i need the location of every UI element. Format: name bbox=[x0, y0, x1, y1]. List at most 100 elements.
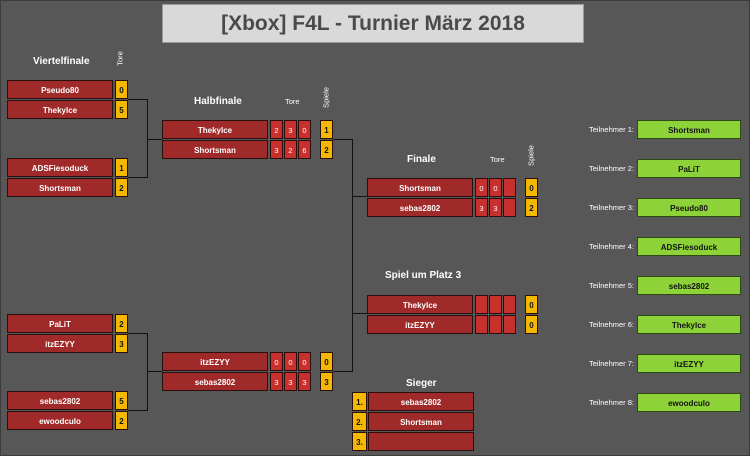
semifinal-heading: Halbfinale bbox=[194, 96, 242, 107]
winner-rank-3: 3. bbox=[352, 432, 367, 451]
qf2-top-name: ADSFiesoduck bbox=[7, 158, 113, 177]
third-bottom-games[interactable]: 0 bbox=[525, 315, 538, 334]
qf4-bottom-score[interactable]: 2 bbox=[115, 411, 128, 430]
connector-line bbox=[147, 371, 162, 372]
sf1-top-goal-3[interactable]: 0 bbox=[298, 120, 311, 139]
connector-line bbox=[333, 139, 353, 140]
qf4-top-score[interactable]: 5 bbox=[115, 391, 128, 410]
semifinal-goals-header: Tore bbox=[285, 97, 300, 106]
participant-name-4[interactable]: ADSFiesoduck bbox=[637, 237, 741, 256]
winner-name-2: Shortsman bbox=[368, 412, 474, 431]
third-top-name: Thekylce bbox=[367, 295, 473, 314]
final-heading: Finale bbox=[407, 154, 436, 165]
third-bottom-goal-2[interactable] bbox=[489, 315, 502, 334]
sf2-bottom-goal-1[interactable]: 3 bbox=[270, 372, 283, 391]
page-title: [Xbox] F4L - Turnier März 2018 bbox=[162, 4, 584, 43]
final-bottom-goal-3[interactable] bbox=[503, 198, 516, 217]
sf2-bottom-goal-3[interactable]: 3 bbox=[298, 372, 311, 391]
participant-label-2: Teilnehmer 2: bbox=[588, 164, 634, 173]
connector-line bbox=[352, 313, 367, 314]
connector-line bbox=[128, 410, 148, 411]
sf1-bottom-name: Shortsman bbox=[162, 140, 268, 159]
final-bottom-games[interactable]: 2 bbox=[525, 198, 538, 217]
qf3-top-name: PaLiT bbox=[7, 314, 113, 333]
third-top-goal-1[interactable] bbox=[475, 295, 488, 314]
connector-line bbox=[128, 99, 148, 100]
winner-rank-2: 2. bbox=[352, 412, 367, 431]
winners-heading: Sieger bbox=[406, 378, 437, 389]
participant-label-5: Teilnehmer 5: bbox=[588, 281, 634, 290]
connector-line bbox=[128, 177, 148, 178]
final-games-header: Spiele bbox=[526, 145, 536, 166]
sf1-top-goal-2[interactable]: 3 bbox=[284, 120, 297, 139]
sf2-bottom-goal-2[interactable]: 3 bbox=[284, 372, 297, 391]
sf2-top-goal-1[interactable]: 0 bbox=[270, 352, 283, 371]
connector-line bbox=[147, 333, 148, 411]
participant-name-8[interactable]: ewoodculo bbox=[637, 393, 741, 412]
qf3-top-score[interactable]: 2 bbox=[115, 314, 128, 333]
third-top-goal-2[interactable] bbox=[489, 295, 502, 314]
qf2-bottom-name: Shortsman bbox=[7, 178, 113, 197]
participant-name-5[interactable]: sebas2802 bbox=[637, 276, 741, 295]
sf1-bottom-goal-3[interactable]: 6 bbox=[298, 140, 311, 159]
qf3-bottom-score[interactable]: 3 bbox=[115, 334, 128, 353]
quarterfinal-goals-header: Tore bbox=[115, 51, 125, 66]
sf1-top-name: Thekylce bbox=[162, 120, 268, 139]
third-bottom-name: itzEZYY bbox=[367, 315, 473, 334]
final-bottom-name: sebas2802 bbox=[367, 198, 473, 217]
participant-label-6: Teilnehmer 6: bbox=[588, 320, 634, 329]
qf2-bottom-score[interactable]: 2 bbox=[115, 178, 128, 197]
participant-name-7[interactable]: itzEZYY bbox=[637, 354, 741, 373]
final-goals-header: Tore bbox=[490, 155, 505, 164]
third-top-games[interactable]: 0 bbox=[525, 295, 538, 314]
participant-name-6[interactable]: Thekylce bbox=[637, 315, 741, 334]
qf2-top-score[interactable]: 1 bbox=[115, 158, 128, 177]
connector-line bbox=[352, 196, 367, 197]
participant-label-3: Teilnehmer 3: bbox=[588, 203, 634, 212]
sf1-bottom-goal-2[interactable]: 2 bbox=[284, 140, 297, 159]
participant-label-1: Teilnehmer 1: bbox=[588, 125, 634, 134]
sf2-top-games[interactable]: 0 bbox=[320, 352, 333, 371]
third-place-heading: Spiel um Platz 3 bbox=[385, 270, 462, 281]
third-bottom-goal-3[interactable] bbox=[503, 315, 516, 334]
participant-name-2[interactable]: PaLiT bbox=[637, 159, 741, 178]
qf3-bottom-name: itzEZYY bbox=[7, 334, 113, 353]
participant-label-7: Teilnehmer 7: bbox=[588, 359, 634, 368]
qf1-top-name: Pseudo80 bbox=[7, 80, 113, 99]
winner-name-3 bbox=[368, 432, 474, 451]
connector-line bbox=[352, 139, 353, 372]
participant-label-4: Teilnehmer 4: bbox=[588, 242, 634, 251]
connector-line bbox=[128, 333, 148, 334]
participant-name-1[interactable]: Shortsman bbox=[637, 120, 741, 139]
final-top-games[interactable]: 0 bbox=[525, 178, 538, 197]
sf2-top-goal-3[interactable]: 0 bbox=[298, 352, 311, 371]
sf1-bottom-games[interactable]: 2 bbox=[320, 140, 333, 159]
participant-label-8: Teilnehmer 8: bbox=[588, 398, 634, 407]
final-top-goal-2[interactable]: 0 bbox=[489, 178, 502, 197]
final-top-goal-1[interactable]: 0 bbox=[475, 178, 488, 197]
final-bottom-goal-2[interactable]: 3 bbox=[489, 198, 502, 217]
qf1-top-score[interactable]: 0 bbox=[115, 80, 128, 99]
qf4-top-name: sebas2802 bbox=[7, 391, 113, 410]
final-top-goal-3[interactable] bbox=[503, 178, 516, 197]
sf1-bottom-goal-1[interactable]: 3 bbox=[270, 140, 283, 159]
winner-name-1: sebas2802 bbox=[368, 392, 474, 411]
final-bottom-goal-1[interactable]: 3 bbox=[475, 198, 488, 217]
sf2-top-name: itzEZYY bbox=[162, 352, 268, 371]
qf1-bottom-name: Thekylce bbox=[7, 100, 113, 119]
sf2-bottom-games[interactable]: 3 bbox=[320, 372, 333, 391]
connector-line bbox=[147, 139, 162, 140]
semifinal-games-header: Spiele bbox=[321, 87, 331, 108]
sf2-top-goal-2[interactable]: 0 bbox=[284, 352, 297, 371]
connector-line bbox=[147, 99, 148, 178]
qf1-bottom-score[interactable]: 5 bbox=[115, 100, 128, 119]
winner-rank-1: 1. bbox=[352, 392, 367, 411]
sf2-bottom-name: sebas2802 bbox=[162, 372, 268, 391]
sf1-top-goal-1[interactable]: 2 bbox=[270, 120, 283, 139]
participant-name-3[interactable]: Pseudo80 bbox=[637, 198, 741, 217]
third-bottom-goal-1[interactable] bbox=[475, 315, 488, 334]
sf1-top-games[interactable]: 1 bbox=[320, 120, 333, 139]
final-top-name: Shortsman bbox=[367, 178, 473, 197]
third-top-goal-3[interactable] bbox=[503, 295, 516, 314]
